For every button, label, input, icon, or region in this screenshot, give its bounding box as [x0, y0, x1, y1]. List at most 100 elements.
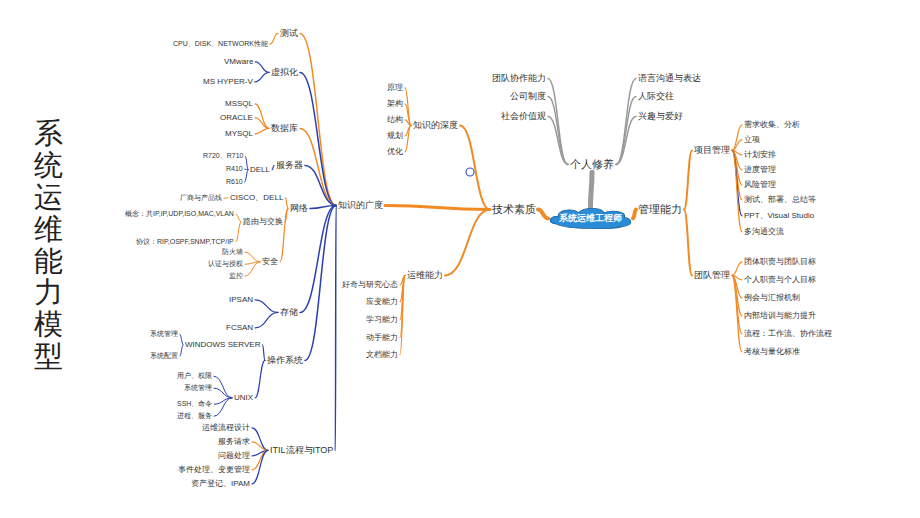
branch-line [300, 205, 336, 312]
topic-text: 系统管理 [150, 330, 178, 338]
topic-text: 动手能力 [366, 333, 398, 343]
mindmap-topic: 公司制度 [508, 90, 548, 103]
topic-text: 服务请求 [218, 437, 250, 447]
topic-text: 结构 [387, 115, 403, 125]
mindmap-topic: 操作系统 [265, 354, 305, 367]
topic-text: 兴趣与爱好 [638, 111, 683, 122]
branch-line [305, 205, 336, 360]
topic-text: 防火墙 [222, 248, 243, 256]
branch-line [214, 398, 232, 416]
branch-line [245, 252, 260, 262]
mindmap-topic: 测试、部署、总结等 [742, 194, 818, 206]
mindmap-topic: 资产登记、IPAM [189, 478, 252, 490]
topic-text: 事件处理、变更管理 [178, 465, 250, 475]
branch-line [445, 210, 490, 276]
topic-text: 考核与量化标准 [744, 347, 800, 357]
topic-text: 内部培训与能力提升 [744, 311, 816, 321]
mindmap-topic: 知识的深度 [411, 119, 460, 132]
topic-text: 知识的深度 [413, 120, 458, 131]
topic-text: 个人修养 [570, 158, 614, 171]
mindmap-topic: 语言沟通与表达 [636, 72, 703, 85]
mindmap-topic: 考核与量化标准 [742, 346, 802, 358]
mindmap-topic: 监控 [227, 271, 245, 281]
mindmap-topic: 应变能力 [364, 296, 400, 308]
topic-text: 系统运维工程师 [559, 213, 622, 224]
topic-text: 多沟通交流 [744, 227, 784, 237]
branch-line [236, 214, 241, 222]
mindmap-topic: 概念：共IP,IP,UDP,ISO,MAC,VLAN [123, 209, 236, 219]
branch-line [252, 442, 268, 451]
topic-text: 数据库 [271, 123, 298, 134]
mindmap-topic: ITIL流程与ITOP [268, 444, 335, 457]
branch-line [180, 334, 183, 345]
mindmap-topic: 系统管理 [148, 329, 180, 339]
topic-text: 系统管理 [184, 384, 212, 392]
mindmap-topic: 结构 [385, 114, 405, 126]
topic-text: 路由与交换 [243, 217, 283, 227]
mindmap-topic: R410 [224, 164, 245, 174]
branch-line [732, 125, 742, 151]
mindmap-topic: 架构 [385, 98, 405, 110]
mindmap-topic: 厂商与产品线 [178, 193, 224, 203]
mindmap-topic: 项目管理 [692, 144, 732, 157]
branch-line [684, 210, 692, 276]
topic-text: UNIX [234, 393, 253, 403]
topic-text: 服务器 [276, 160, 303, 171]
mindmap-topic: 规划 [385, 130, 405, 142]
topic-text: 概念：共IP,IP,UDP,ISO,MAC,VLAN [125, 210, 234, 218]
mindmap-topic: 存储 [278, 306, 300, 319]
mindmap-topic: 兴趣与爱好 [636, 110, 685, 123]
branch-line [262, 345, 265, 361]
branch-line [224, 197, 228, 198]
mindmap-topic: 系统管理 [182, 383, 214, 393]
topic-text: 风险管理 [744, 180, 776, 190]
topic-text: 立项 [744, 135, 760, 145]
branch-line [245, 156, 248, 170]
topic-text: 人际交往 [638, 91, 674, 102]
mindmap-topic: MS HYPER-V [201, 76, 255, 88]
topic-text: MS HYPER-V [203, 77, 253, 87]
branch-line [245, 170, 248, 182]
mindmap-topic: 人际交往 [636, 90, 676, 103]
topic-text: FCSAN [226, 323, 253, 333]
branch-line [252, 428, 268, 451]
branch-line [255, 104, 269, 129]
topic-text: R720、R710 [203, 152, 243, 160]
branch-line [633, 210, 636, 219]
topic-text: 社会价值观 [501, 111, 546, 122]
mindmap-topic: 技术素质 [490, 202, 538, 217]
branch-line [272, 165, 274, 169]
mindmap-topic: 文档能力 [364, 349, 400, 361]
mindmap-topic: 服务请求 [216, 436, 252, 448]
branch-line [255, 72, 269, 81]
branch-line [300, 128, 336, 205]
branch-line [405, 88, 411, 126]
topic-text: 原理 [387, 83, 403, 93]
branch-line [732, 262, 742, 276]
node-dot [466, 168, 474, 176]
mindmap-topic: FCSAN [224, 322, 255, 334]
topic-text: 监控 [229, 272, 243, 280]
mindmap-topic: 需求收集、分析 [742, 119, 802, 131]
topic-text: 计划安排 [744, 150, 776, 160]
topic-text: 语言沟通与表达 [638, 73, 701, 84]
branch-line [616, 78, 636, 164]
mindmap-topic: 路由与交换 [241, 216, 285, 228]
mindmap-topic: UNIX [232, 392, 255, 404]
mindmap-topic: 管理能力 [636, 202, 684, 217]
topic-text: 厂商与产品线 [180, 194, 222, 202]
branch-line [255, 62, 269, 73]
mindmap-topic: 进程、服务 [175, 411, 214, 421]
topic-text: 协议：RIP,OSPF,SNMP,TCP/IP [136, 238, 234, 246]
topic-text: 问题处理 [218, 451, 250, 461]
mindmap-topic: 立项 [742, 134, 762, 146]
branch-line [616, 96, 636, 164]
mindmap-topic: WINDOWS SERVER [183, 339, 262, 351]
topic-text: 文档能力 [366, 350, 398, 360]
topic-text: 管理能力 [638, 203, 682, 216]
branch-line [300, 33, 336, 205]
mindmap-topic: 用户、权限 [175, 371, 214, 381]
mindmap-topic: 协议：RIP,OSPF,SNMP,TCP/IP [134, 237, 236, 247]
mindmap-topic: 测试 [278, 27, 300, 40]
